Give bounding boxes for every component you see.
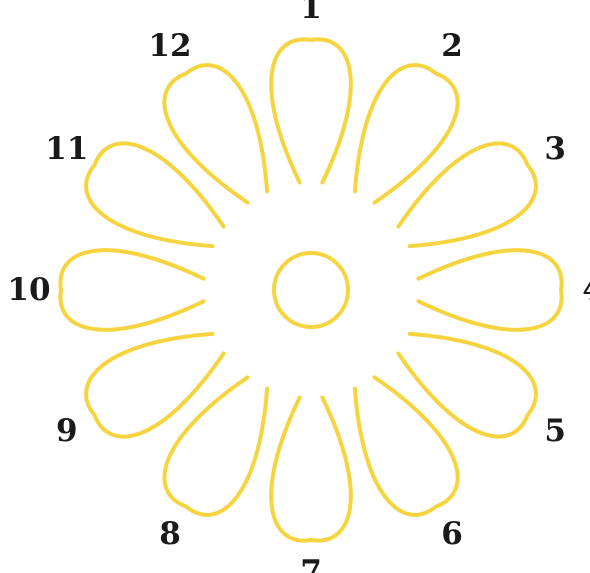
petal-8 (164, 377, 267, 514)
petal-3 (398, 143, 535, 246)
petal-label-1: 1 (300, 0, 322, 26)
petal-label-9: 9 (56, 413, 78, 449)
petal-1 (271, 39, 351, 182)
flower-center (274, 253, 348, 327)
petal-label-3: 3 (544, 131, 566, 167)
petal-label-4: 4 (582, 272, 590, 308)
petal-12 (164, 65, 267, 202)
petal-4 (418, 250, 561, 330)
petal-labels-group: 123456789101112 (7, 0, 590, 573)
petal-9 (86, 334, 223, 437)
petal-label-7: 7 (300, 554, 322, 573)
petal-11 (86, 143, 223, 246)
petal-label-10: 10 (7, 272, 50, 308)
petal-label-11: 11 (45, 131, 88, 167)
petal-10 (60, 250, 203, 330)
petal-label-5: 5 (544, 413, 566, 449)
petal-label-12: 12 (148, 28, 191, 64)
petals-group (60, 39, 561, 540)
petal-2 (355, 65, 458, 202)
petal-5 (398, 334, 535, 437)
petal-7 (271, 397, 351, 540)
petal-label-2: 2 (441, 28, 463, 64)
petal-label-8: 8 (159, 516, 181, 552)
petal-label-6: 6 (441, 516, 463, 552)
petal-6 (355, 377, 458, 514)
